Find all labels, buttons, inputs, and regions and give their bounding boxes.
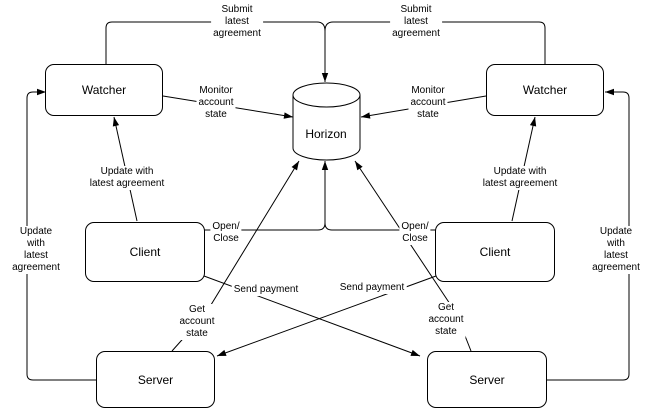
edge-label-open-close-right: Open/ Close [399, 221, 431, 245]
edge-label-update-client-right: Update with latest agreement [480, 166, 560, 190]
node-watcher-right-label: Watcher [522, 83, 568, 97]
edge-label-get-account-right: Get account state [426, 302, 466, 338]
node-watcher-left: Watcher [45, 64, 163, 116]
node-client-left-label: Client [129, 245, 161, 259]
edge-open-close-right [324, 222, 436, 231]
node-server-left-label: Server [137, 372, 174, 387]
node-watcher-right: Watcher [486, 64, 604, 116]
node-horizon-label: Horizon [305, 127, 347, 141]
node-watcher-left-label: Watcher [81, 83, 127, 97]
horizon-cylinder-shape [292, 82, 361, 161]
edge-label-update-server-right: Update with latest agreement [590, 226, 642, 274]
node-client-right-label: Client [479, 245, 511, 259]
node-client-left: Client [85, 222, 205, 282]
edge-submit-right [324, 21, 546, 64]
node-client-right: Client [435, 222, 555, 282]
edge-label-send-payment-left: Send payment [231, 284, 301, 296]
node-server-left: Server [96, 351, 215, 408]
node-server-right: Server [427, 351, 547, 408]
edge-label-update-server-left: Update with latest agreement [10, 226, 62, 274]
edge-label-submit-right: Submit latest agreement [390, 4, 442, 40]
edge-label-submit-left: Submit latest agreement [211, 4, 263, 40]
node-server-right-label: Server [469, 372, 505, 387]
edge-label-get-account-left: Get account state [177, 304, 217, 340]
edge-open-close-left [204, 161, 329, 231]
edge-label-monitor-right: Monitor account state [408, 85, 448, 121]
edge-label-monitor-left: Monitor account state [196, 85, 236, 121]
edge-label-send-payment-right: Send payment [337, 282, 407, 294]
edge-label-open-close-left: Open/ Close [210, 221, 242, 245]
edge-label-update-client-left: Update with latest agreement [87, 166, 167, 190]
